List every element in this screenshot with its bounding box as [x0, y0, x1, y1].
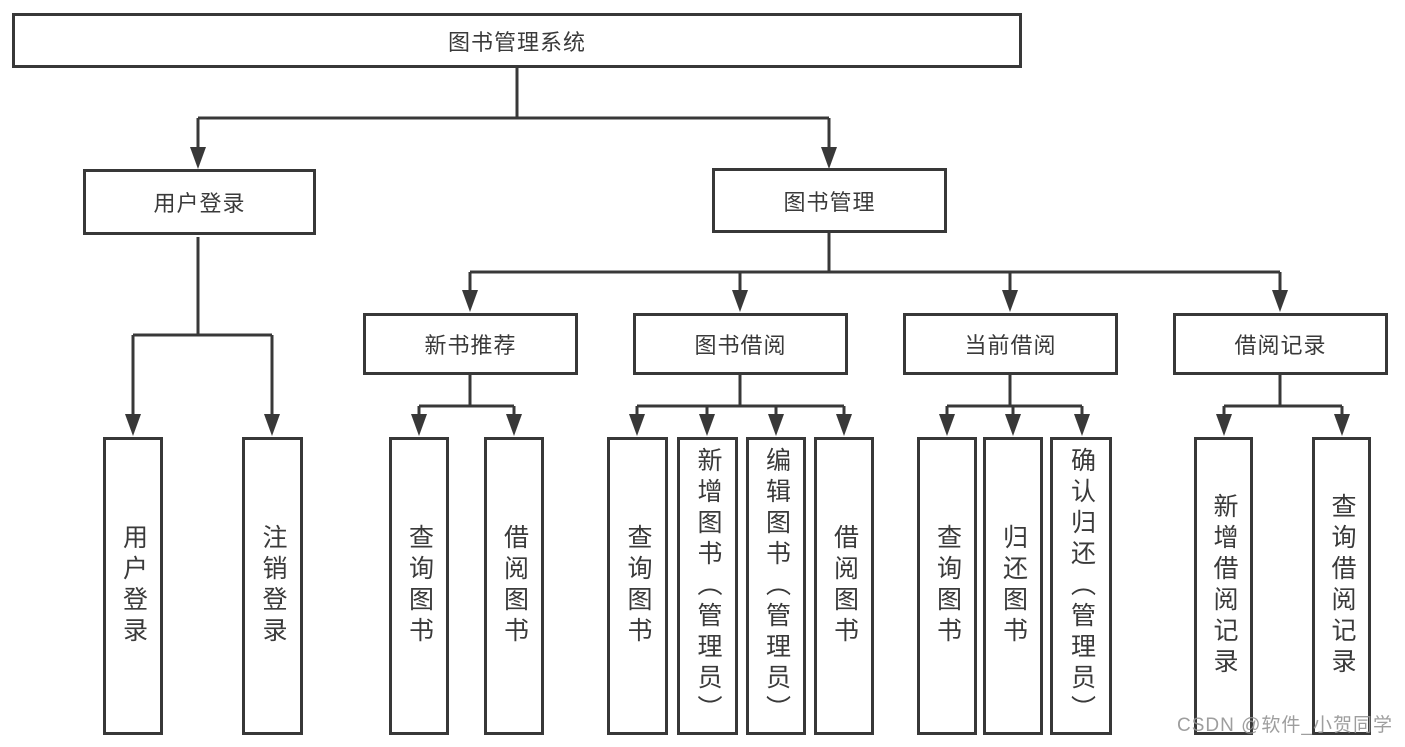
node-borrow-records-label: 借阅记录	[1234, 333, 1327, 358]
edge-borrow-records-to-children	[1216, 375, 1350, 436]
leaf-edit-book-admin: 编辑图书（管理员）	[746, 437, 806, 735]
leaf-add-borrow-record: 新增借阅记录	[1194, 437, 1253, 735]
leaf-borrow-books-label: 借阅图书	[830, 524, 859, 648]
leaf-logout: 注销登录	[242, 437, 303, 735]
csdn-watermark: CSDN @软件_小贺同学	[1177, 715, 1393, 736]
leaf-return-books: 归还图书	[983, 437, 1043, 735]
node-book-mgmt: 图书管理	[712, 168, 947, 233]
edge-user-login-to-children	[125, 237, 280, 436]
leaf-add-book-admin: 新增图书（管理员）	[677, 437, 738, 735]
leaf-confirm-return-admin: 确认归还（管理员）	[1050, 437, 1112, 735]
node-book-borrow: 图书借阅	[633, 313, 848, 375]
leaf-query-borrow-record-label: 查询借阅记录	[1328, 493, 1356, 679]
edge-root-to-level2	[190, 66, 837, 169]
leaf-user-login-label: 用户登录	[119, 524, 148, 648]
leaf-borrow-books: 借阅图书	[814, 437, 874, 735]
leaf-return-books-label: 归还图书	[999, 524, 1028, 648]
edge-new-book-rec-to-children	[411, 375, 522, 436]
leaf-confirm-return-admin-label: 确认归还（管理员）	[1067, 446, 1096, 726]
leaf-rec-borrow-books: 借阅图书	[484, 437, 544, 735]
leaf-rec-borrow-books-label: 借阅图书	[500, 524, 529, 648]
leaf-query-borrow-record: 查询借阅记录	[1312, 437, 1371, 735]
leaf-borrow-query-books: 查询图书	[607, 437, 668, 735]
leaf-current-query-books: 查询图书	[917, 437, 977, 735]
edge-book-borrow-to-children	[629, 375, 852, 436]
leaf-current-query-books-label: 查询图书	[933, 524, 962, 648]
node-root-system: 图书管理系统	[12, 13, 1022, 68]
node-book-borrow-label: 图书借阅	[694, 333, 787, 358]
leaf-borrow-query-books-label: 查询图书	[624, 524, 652, 648]
node-current-borrow-label: 当前借阅	[964, 333, 1057, 358]
node-user-login-label: 用户登录	[153, 191, 246, 216]
leaf-add-borrow-record-label: 新增借阅记录	[1210, 493, 1238, 679]
leaf-add-book-admin-label: 新增图书（管理员）	[694, 446, 722, 726]
edge-book-mgmt-to-level3	[462, 233, 1288, 312]
leaf-user-login: 用户登录	[103, 437, 163, 735]
edge-current-borrow-to-children	[939, 375, 1090, 436]
node-new-book-rec: 新书推荐	[363, 313, 578, 375]
leaf-rec-query-books: 查询图书	[389, 437, 449, 735]
leaf-edit-book-admin-label: 编辑图书（管理员）	[762, 446, 791, 726]
node-new-book-rec-label: 新书推荐	[424, 333, 517, 358]
leaf-rec-query-books-label: 查询图书	[405, 524, 434, 648]
leaf-logout-label: 注销登录	[259, 524, 287, 648]
node-current-borrow: 当前借阅	[903, 313, 1118, 375]
node-book-mgmt-label: 图书管理	[783, 189, 876, 215]
node-borrow-records: 借阅记录	[1173, 313, 1388, 375]
node-user-login: 用户登录	[83, 169, 316, 235]
node-root-system-label: 图书管理系统	[447, 29, 586, 55]
